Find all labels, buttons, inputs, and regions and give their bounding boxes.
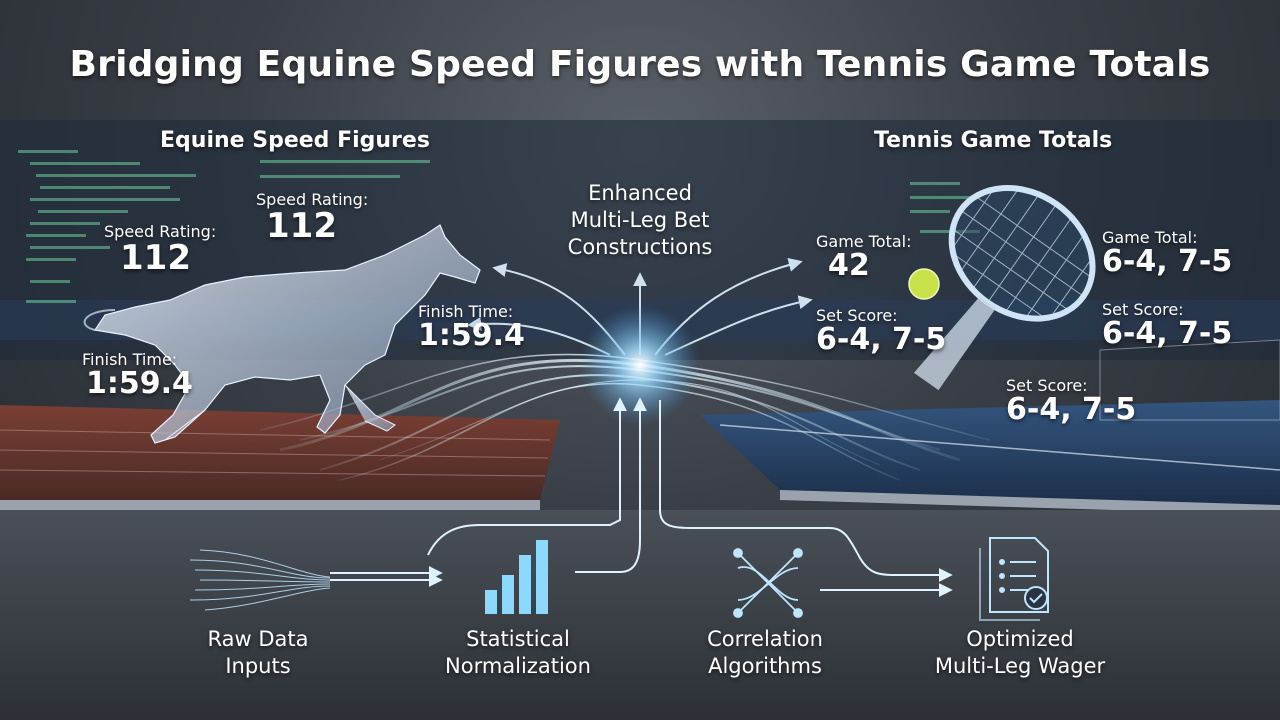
horse-track-platform — [0, 405, 560, 510]
finish-time-value: 1:59.4 — [418, 318, 525, 353]
center-glow — [580, 305, 700, 425]
game-total-value: 42 — [828, 248, 870, 283]
stage-line: Algorithms — [708, 654, 822, 678]
stage-optimized-multi-leg-wager: Optimized Multi-Leg Wager — [920, 626, 1120, 680]
network-nodes-icon — [733, 548, 803, 618]
speed-rating-label: Speed Rating: — [104, 222, 217, 241]
pipeline-connectors — [330, 397, 953, 597]
set-score-value: 6-4, 7-5 — [1102, 316, 1233, 351]
game-total-label: Game Total: — [1102, 228, 1198, 247]
stage-correlation-algorithms: Correlation Algorithms — [680, 626, 850, 680]
stage-line: Normalization — [445, 654, 591, 678]
horse-icon — [83, 224, 481, 444]
left-section-heading: Equine Speed Figures — [160, 128, 430, 153]
stage-line: Statistical — [466, 627, 570, 651]
page-title: Bridging Equine Speed Figures with Tenni… — [69, 44, 1211, 85]
right-section-heading: Tennis Game Totals — [874, 128, 1113, 153]
game-total-value: 6-4, 7-5 — [1102, 244, 1233, 279]
speed-rating-value: 112 — [266, 206, 337, 246]
center-line-1: Enhanced — [588, 181, 692, 205]
tennis-ball-icon — [908, 268, 940, 300]
set-score-label: Set Score: — [1102, 300, 1184, 319]
checklist-document-icon — [979, 537, 1049, 621]
tennis-court-platform — [700, 339, 1280, 515]
game-total-label: Game Total: — [816, 232, 912, 251]
stage-line: Inputs — [225, 654, 291, 678]
tennis-racket-icon — [913, 184, 1096, 391]
stage-line: Raw Data — [207, 627, 309, 651]
stage-statistical-normalization: Statistical Normalization — [428, 626, 608, 680]
data-streams-icon — [189, 549, 331, 611]
finish-time-label: Finish Time: — [418, 302, 514, 321]
stage-line: Multi-Leg Wager — [934, 654, 1106, 678]
set-score-label: Set Score: — [1006, 376, 1088, 395]
center-result-label: Enhanced Multi-Leg Bet Constructions — [540, 180, 740, 261]
set-score-value: 6-4, 7-5 — [1006, 392, 1137, 427]
bar-chart-icon — [485, 540, 548, 614]
stage-line: Correlation — [707, 627, 823, 651]
set-score-label: Set Score: — [816, 306, 898, 325]
center-line-2: Multi-Leg Bet — [570, 208, 710, 232]
finish-time-value: 1:59.4 — [86, 366, 193, 401]
set-score-value: 6-4, 7-5 — [816, 322, 947, 357]
finish-time-label: Finish Time: — [82, 350, 178, 369]
center-line-3: Constructions — [567, 235, 713, 259]
stage-raw-data-inputs: Raw Data Inputs — [178, 626, 338, 680]
speed-rating-value: 112 — [120, 238, 191, 278]
stage-line: Optimized — [966, 627, 1074, 651]
speed-rating-label: Speed Rating: — [256, 190, 369, 209]
